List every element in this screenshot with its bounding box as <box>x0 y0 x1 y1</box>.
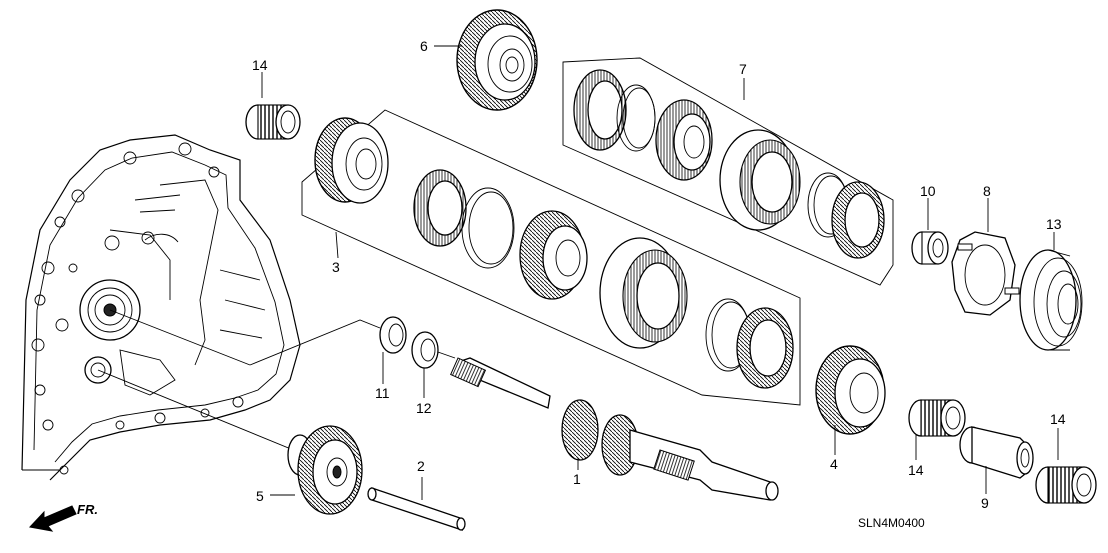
distance-collar-9 <box>959 426 1034 479</box>
callout-4: 4 <box>830 456 838 472</box>
arrow-icon <box>29 505 77 532</box>
retainer-plate-8 <box>951 231 1020 316</box>
thrust-washer-11 <box>379 316 407 354</box>
group-outline-3 <box>301 109 801 406</box>
callout-14b: 14 <box>908 462 924 478</box>
gear-4 <box>815 345 886 435</box>
callout-13: 13 <box>1046 216 1062 232</box>
leader-lines <box>261 45 1059 500</box>
callout-3: 3 <box>332 259 340 275</box>
gear-6 <box>456 9 538 111</box>
callout-7: 7 <box>739 61 747 77</box>
callout-14a: 14 <box>252 57 268 73</box>
callout-9: 9 <box>981 495 989 511</box>
front-direction-arrow: FR. <box>29 502 98 532</box>
synchro-assembly-7 <box>573 69 885 259</box>
collar-10 <box>911 231 949 265</box>
thrust-washer-12 <box>411 331 439 369</box>
callout-12: 12 <box>416 400 432 416</box>
needle-bearing-14c <box>1035 466 1097 504</box>
gear-5 <box>287 425 363 515</box>
callout-1: 1 <box>573 471 581 487</box>
callout-8: 8 <box>983 183 991 199</box>
mainshaft-1 <box>450 357 779 501</box>
callout-6: 6 <box>420 38 428 54</box>
group-outline-7 <box>562 57 894 286</box>
callout-11: 11 <box>375 385 390 401</box>
callout-10: 10 <box>920 183 936 199</box>
needle-bearing-14a <box>245 104 301 140</box>
shaft-pin-2 <box>367 487 466 531</box>
callout-2: 2 <box>417 458 425 474</box>
callout-14c: 14 <box>1050 411 1066 427</box>
needle-bearing-14b <box>908 399 966 437</box>
synchro-assembly-3 <box>314 117 794 389</box>
diagram-code: SLN4M0400 <box>858 516 925 530</box>
ball-bearing-13 <box>1019 249 1083 351</box>
callout-5: 5 <box>256 488 264 504</box>
transmission-case <box>21 134 301 481</box>
direction-label: FR. <box>77 502 98 517</box>
callouts: 14 6 7 3 10 8 13 11 12 4 14 9 14 1 2 5 <box>252 38 1066 511</box>
